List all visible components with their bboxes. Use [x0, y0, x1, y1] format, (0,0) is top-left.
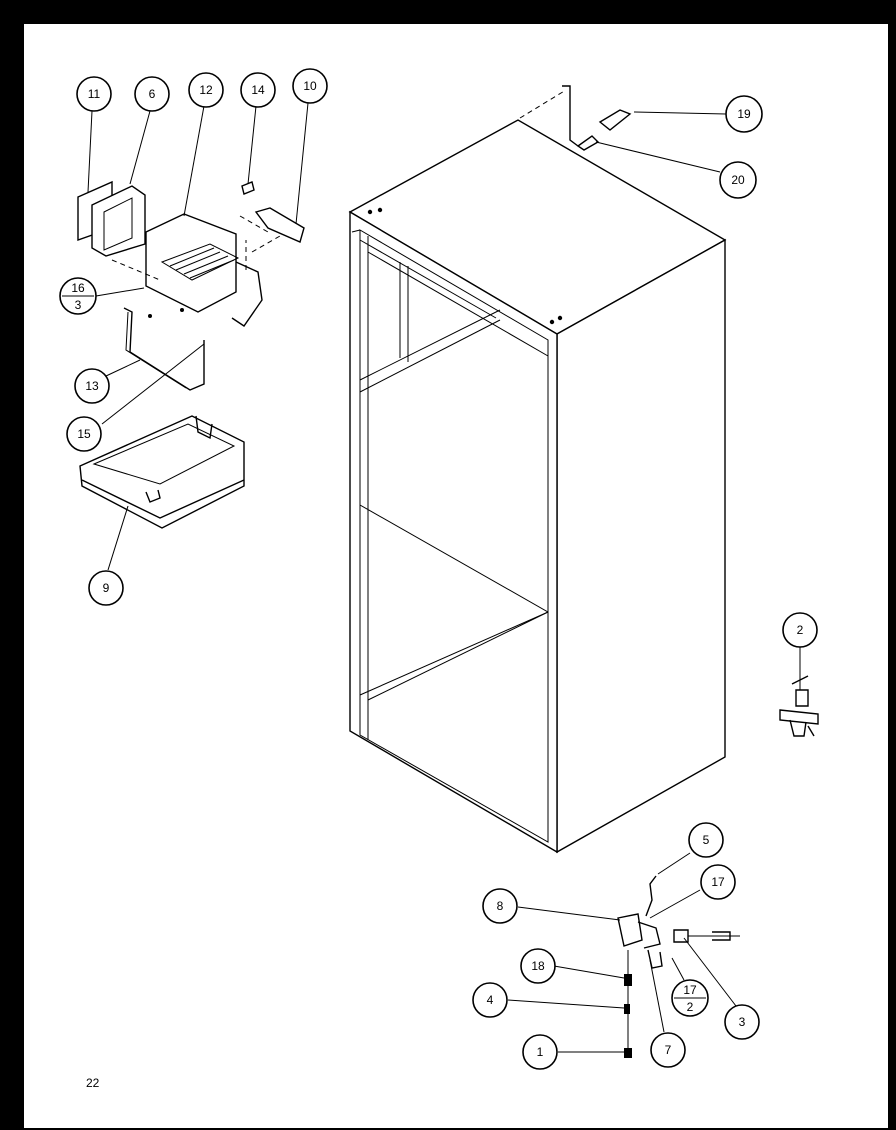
callout-2: 2 — [782, 612, 818, 648]
callout-label: 6 — [149, 87, 156, 101]
callout-20: 20 — [719, 161, 757, 199]
callout-label-bottom: 3 — [75, 298, 82, 312]
callout-label: 11 — [88, 87, 101, 101]
water-valve-assembly — [617, 875, 740, 1058]
callout-label: 20 — [731, 173, 745, 187]
callout-label: 7 — [665, 1043, 672, 1057]
callout-17: 17 — [700, 864, 736, 900]
callout-7: 7 — [650, 1032, 686, 1068]
callout-13: 13 — [74, 368, 110, 404]
callout-11: 11 — [76, 76, 112, 112]
callout-5: 5 — [688, 822, 724, 858]
callout-label: 2 — [797, 623, 804, 637]
refrigerator-cabinet — [348, 119, 727, 854]
callout-label: 14 — [251, 83, 265, 97]
callout-9: 9 — [88, 570, 124, 606]
callout-14: 14 — [240, 72, 276, 108]
callout-label: 15 — [77, 427, 91, 441]
callout-6: 6 — [134, 76, 170, 112]
callout-label: 18 — [531, 959, 545, 973]
callout-1: 1 — [522, 1034, 558, 1070]
callout-16-over-3: 16 3 — [59, 277, 97, 315]
callout-label: 8 — [497, 899, 504, 913]
ice-bin — [79, 415, 245, 529]
callout-15: 15 — [66, 416, 102, 452]
callout-19: 19 — [725, 95, 763, 133]
callout-label: 17 — [711, 875, 725, 889]
callout-18: 18 — [520, 948, 556, 984]
callout-8: 8 — [482, 888, 518, 924]
water-fitting-2 — [779, 645, 819, 737]
page-number: 22 — [86, 1076, 100, 1090]
callout-label: 3 — [739, 1015, 746, 1029]
callout-label: 5 — [703, 833, 710, 847]
callout-4: 4 — [472, 982, 508, 1018]
callout-label-top: 17 — [683, 983, 697, 997]
callout-10: 10 — [292, 68, 328, 104]
leader-lines — [87, 102, 737, 1053]
callout-label-bottom: 2 — [687, 1000, 694, 1014]
callout-label: 12 — [199, 83, 213, 97]
ice-maker-assembly — [77, 180, 305, 327]
shutoff-arm — [123, 307, 205, 391]
callout-label: 1 — [537, 1045, 544, 1059]
callout-label: 9 — [103, 581, 110, 595]
callout-label: 10 — [303, 79, 317, 93]
callout-label: 19 — [737, 107, 751, 121]
callout-12: 12 — [188, 72, 224, 108]
callout-label: 13 — [85, 379, 99, 393]
callout-label-top: 16 — [71, 281, 85, 295]
callout-3: 3 — [724, 1004, 760, 1040]
callout-label: 4 — [487, 993, 494, 1007]
callout-17-over-2: 17 2 — [671, 979, 709, 1017]
